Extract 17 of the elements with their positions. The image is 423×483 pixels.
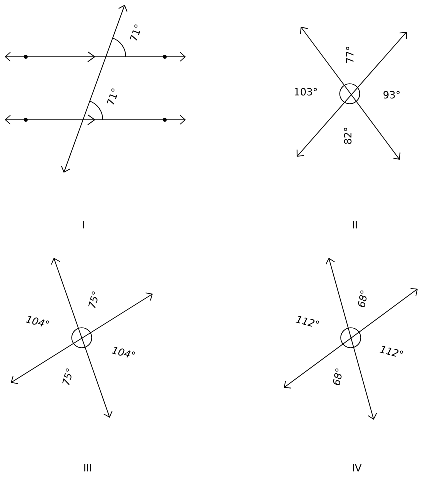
- figure-number: II: [353, 221, 357, 229]
- angle-label: 77°: [346, 47, 354, 64]
- angle-label: 103°: [295, 88, 318, 96]
- angle-label: 71°: [130, 24, 140, 41]
- angle-label: 112°: [296, 316, 320, 327]
- angle-label: 104°: [112, 347, 136, 358]
- angle-label: 71°: [106, 88, 118, 105]
- angle-label: 82°: [344, 128, 352, 144]
- angle-label: 75°: [88, 292, 98, 309]
- figure-number: IV: [353, 464, 362, 472]
- angle-label: 112°: [380, 346, 404, 357]
- angle-label: 68°: [333, 368, 342, 386]
- angle-label: 93°: [384, 91, 400, 99]
- figure-number: III: [84, 464, 92, 472]
- angle-label: 75°: [62, 368, 72, 386]
- angle-label: 68°: [358, 290, 367, 308]
- angle-label: 104°: [26, 316, 50, 327]
